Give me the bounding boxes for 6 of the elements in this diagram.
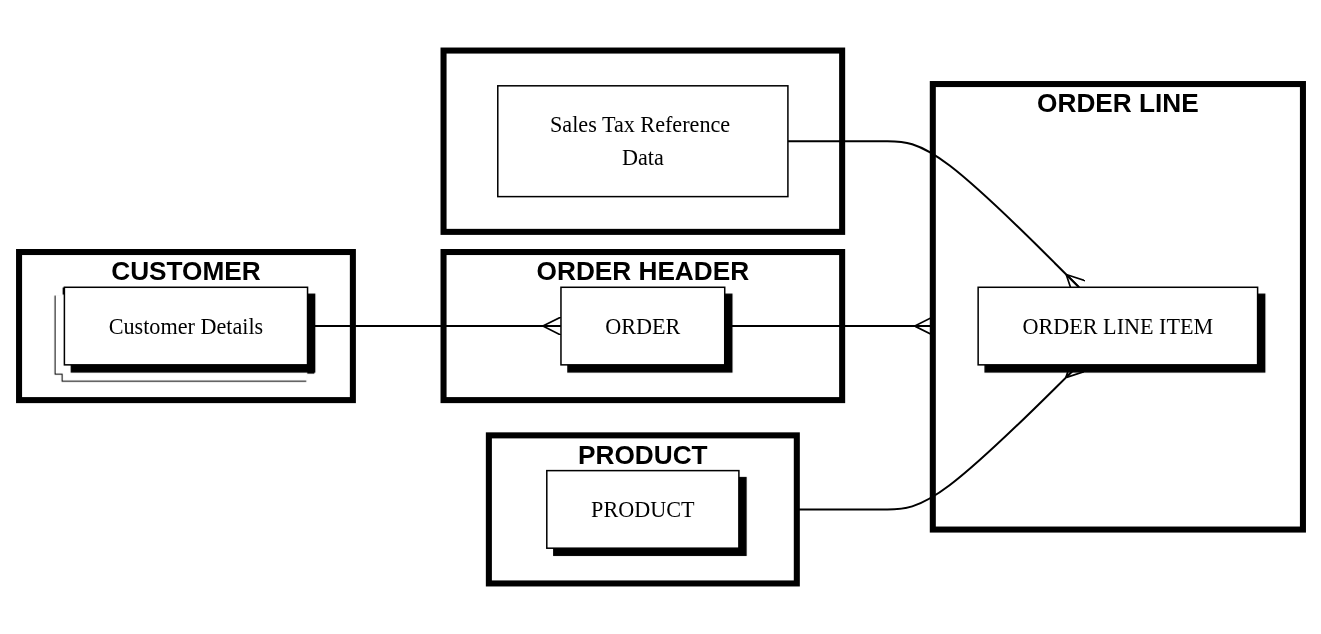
- node-box: ORDER: [559, 286, 725, 366]
- node-box: Sales Tax Reference Data: [496, 85, 789, 198]
- node-box: Customer Details: [63, 286, 308, 366]
- node-box: PRODUCT: [545, 469, 740, 549]
- node-box: ORDER LINE ITEM: [976, 286, 1258, 366]
- cluster: [440, 47, 845, 235]
